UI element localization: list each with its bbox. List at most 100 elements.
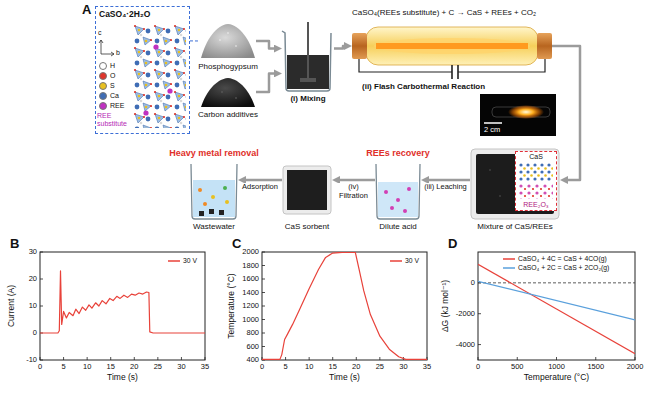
tick-label: 2000 <box>242 248 259 257</box>
carbon-powder <box>221 91 223 93</box>
tick-label: 0 <box>476 363 480 372</box>
wastewater-beaker-drawing <box>191 164 237 219</box>
sorbent-tray-drawing <box>283 166 331 214</box>
node-label: 2 cm <box>484 126 500 135</box>
wastewater-beaker-drawing <box>199 211 204 216</box>
reaction-photo-drawing <box>480 94 556 136</box>
process-arrow <box>336 179 375 182</box>
panel-letter: B <box>10 237 19 252</box>
axis-title: Temperature (°C) <box>227 273 237 338</box>
carbon-sample: Carbon additives <box>200 76 256 108</box>
tick-label: 25 <box>154 363 162 372</box>
leaching-beaker-drawing <box>403 209 407 213</box>
leaching-beaker-drawing <box>407 187 411 191</box>
node-label: REEs recovery <box>366 148 430 158</box>
reactor-drawing <box>352 27 552 79</box>
substitute-note: REE substitute <box>97 112 139 128</box>
product-tray-drawing <box>515 151 557 211</box>
wastewater-beaker-drawing <box>198 188 202 192</box>
tick-label: 1800 <box>242 261 259 270</box>
tick-mark <box>262 265 265 266</box>
reactor-drawing <box>366 27 538 65</box>
crystal-lattice <box>153 44 158 49</box>
tick-mark <box>262 279 265 280</box>
step-label: Adsorption <box>242 183 278 192</box>
carbon-powder <box>201 78 255 107</box>
mixing-beaker-drawing <box>300 78 316 82</box>
tick-label: 1000 <box>548 363 565 372</box>
tick-label: 20 <box>29 275 37 284</box>
step-label: (iii) Leaching <box>424 183 467 192</box>
tick-mark <box>332 357 333 360</box>
tick-label: 30 <box>177 363 185 372</box>
node-label: Phosphogypsum <box>198 62 258 71</box>
legend-line-sample <box>503 257 515 261</box>
wastewater-beaker: Heavy metal removalWastewater <box>190 160 238 220</box>
reactor-drawing <box>452 65 458 79</box>
phosphogypsum-powder <box>235 45 237 47</box>
panel-letter: A <box>82 3 91 18</box>
step-label: (iv) Filtration <box>334 183 373 200</box>
tick-mark <box>40 357 41 360</box>
panel-letter: C <box>232 237 241 252</box>
mixing-beaker-drawing <box>282 22 331 91</box>
tick-mark <box>556 357 557 360</box>
legend-text: REE <box>110 102 124 110</box>
tick-mark <box>205 357 206 360</box>
leaching-beaker: REEs recoveryDilute acid <box>375 160 421 220</box>
reaction-equation: CaSO₄(REEs substitute) + C → CaS + REEs … <box>352 8 536 17</box>
tick-mark <box>262 252 265 253</box>
wastewater-beaker-drawing <box>203 202 207 206</box>
tick-label: 0 <box>260 363 264 372</box>
tick-label: 15 <box>329 363 337 372</box>
legend-swatch <box>99 82 107 90</box>
tick-label: 1200 <box>242 302 259 311</box>
process-arrow <box>256 73 278 92</box>
phosphogypsum-powder <box>227 32 229 34</box>
tick-label: 2000 <box>627 363 644 372</box>
crystal-lattice <box>132 24 186 128</box>
product-tray-drawing <box>471 149 559 219</box>
plot-frame <box>40 252 205 360</box>
leaching-beaker-drawing <box>378 182 418 217</box>
legend-line-sample <box>168 259 180 263</box>
tick-mark <box>262 346 265 347</box>
tick-label: 0 <box>38 363 42 372</box>
legend-line <box>390 260 402 262</box>
node-label: REE₂O₃ <box>523 201 548 209</box>
wastewater-beaker-drawing <box>193 180 235 217</box>
tick-label: 20 <box>130 363 138 372</box>
tick-label: 5 <box>283 363 287 372</box>
data-curve <box>40 271 205 333</box>
tick-label: 1000 <box>242 315 259 324</box>
wastewater-beaker-drawing <box>211 195 215 199</box>
legend-row: CaSO₄ + 2C = CaS + 2CO₂(g) <box>503 264 609 271</box>
leaching-beaker-drawing <box>384 190 388 194</box>
tick-label: 10 <box>83 363 91 372</box>
tick-mark <box>262 319 265 320</box>
reaction-photo-drawing <box>508 105 544 119</box>
plot-frame <box>478 252 635 360</box>
tick-mark <box>40 252 43 253</box>
wastewater-beaker-drawing <box>225 200 229 204</box>
tick-label: -4000 <box>456 340 475 349</box>
tick-label: 1400 <box>242 288 259 297</box>
phosphogypsum-powder <box>201 24 255 58</box>
tick-label: 0 <box>33 329 37 338</box>
axis-letter: b <box>116 49 120 57</box>
tick-label: -2000 <box>456 309 475 318</box>
legend-row: 30 V <box>168 257 197 264</box>
tick-mark <box>309 357 310 360</box>
tick-label: 20 <box>352 363 360 372</box>
reaction-photo-drawing <box>480 94 556 136</box>
tick-mark <box>40 279 43 280</box>
tick-mark <box>356 357 357 360</box>
product-tray-drawing <box>489 169 491 171</box>
legend-row: CaSO₄ + 4C = CaS + 4CO(g) <box>503 255 607 262</box>
node-label: CaS sorbent <box>285 222 329 231</box>
zero-line <box>478 282 635 283</box>
tick-label: 600 <box>246 342 259 351</box>
legend-swatch <box>99 62 107 70</box>
